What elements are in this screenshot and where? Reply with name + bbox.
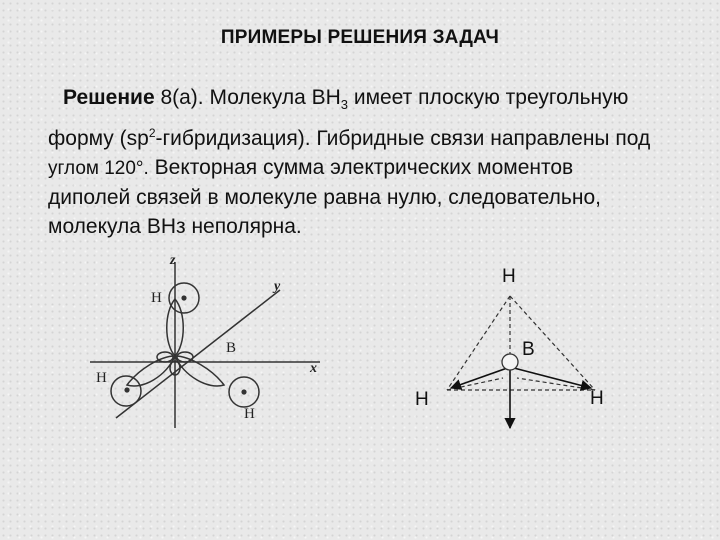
paragraph-line-4: диполей связей в молекуле равна нулю, сл…	[48, 186, 601, 210]
paragraph-text: углом 120°.	[48, 158, 149, 180]
dashed-edge	[446, 295, 511, 391]
h-nucleus-dot	[181, 295, 187, 301]
dipole-arrow-left	[449, 366, 511, 390]
subscript-3: 3	[340, 97, 348, 113]
left-orbital-lobe	[125, 355, 177, 387]
h-nucleus-dot	[241, 389, 247, 395]
paragraph-line-5: молекула ВНз неполярна.	[48, 215, 302, 239]
back-lobe	[156, 351, 174, 363]
y-axis-line	[115, 289, 281, 419]
back-lobe	[176, 351, 194, 363]
label-b: B	[226, 340, 236, 356]
label-left-h: H	[415, 389, 429, 410]
dipole-arrow-right	[509, 366, 593, 391]
right-orbital-lobe	[173, 355, 226, 387]
axis-label-z: z	[169, 253, 176, 268]
dashed-edge	[516, 377, 596, 391]
right-h-orbital	[228, 376, 260, 408]
page-title: ПРИМЕРЫ РЕШЕНИЯ ЗАДАЧ	[220, 27, 500, 48]
back-lobe	[169, 360, 181, 376]
paragraph-text: Векторная сумма электрических моментов	[148, 156, 574, 180]
axis-label-x: x	[309, 361, 317, 376]
orbital-diagram: z y x H B H H	[90, 253, 320, 428]
label-top-h: H	[502, 266, 516, 287]
boron-atom-circle	[501, 353, 519, 371]
top-orbital-lobe	[166, 297, 184, 358]
axis-label-y: y	[272, 279, 281, 294]
solution-paragraph: Решение 8(а). Молекула ВН3 имеет плоскую…	[48, 83, 688, 241]
paragraph-line-2: форму (sp2-гибридизация). Гибридные связ…	[48, 119, 688, 153]
paragraph-line-1: Решение 8(а). Молекула ВН3 имеет плоскую…	[48, 83, 688, 119]
label-right-h: H	[244, 406, 255, 422]
paragraph-text: 8(а). Молекула ВН	[154, 86, 341, 109]
top-h-orbital	[168, 282, 200, 314]
vector-diagram: H B H H	[415, 266, 604, 430]
label-b: B	[522, 339, 535, 360]
paragraph-text: имеет плоскую треугольную	[348, 86, 629, 109]
label-top-h: H	[151, 290, 162, 306]
dashed-edge	[509, 295, 596, 391]
left-h-orbital	[110, 375, 142, 407]
label-right-h: H	[590, 388, 604, 409]
h-nucleus-dot	[124, 387, 130, 393]
paragraph-text: форму (sp	[48, 127, 149, 151]
paragraph-text: -гибридизация). Гибридные связи направле…	[155, 127, 651, 151]
solution-lead-word: Решение	[63, 86, 155, 109]
superscript-2: 2	[148, 126, 156, 141]
label-left-h: H	[96, 370, 107, 386]
paragraph-line-3: углом 120°. Векторная сумма электрически…	[48, 153, 688, 183]
